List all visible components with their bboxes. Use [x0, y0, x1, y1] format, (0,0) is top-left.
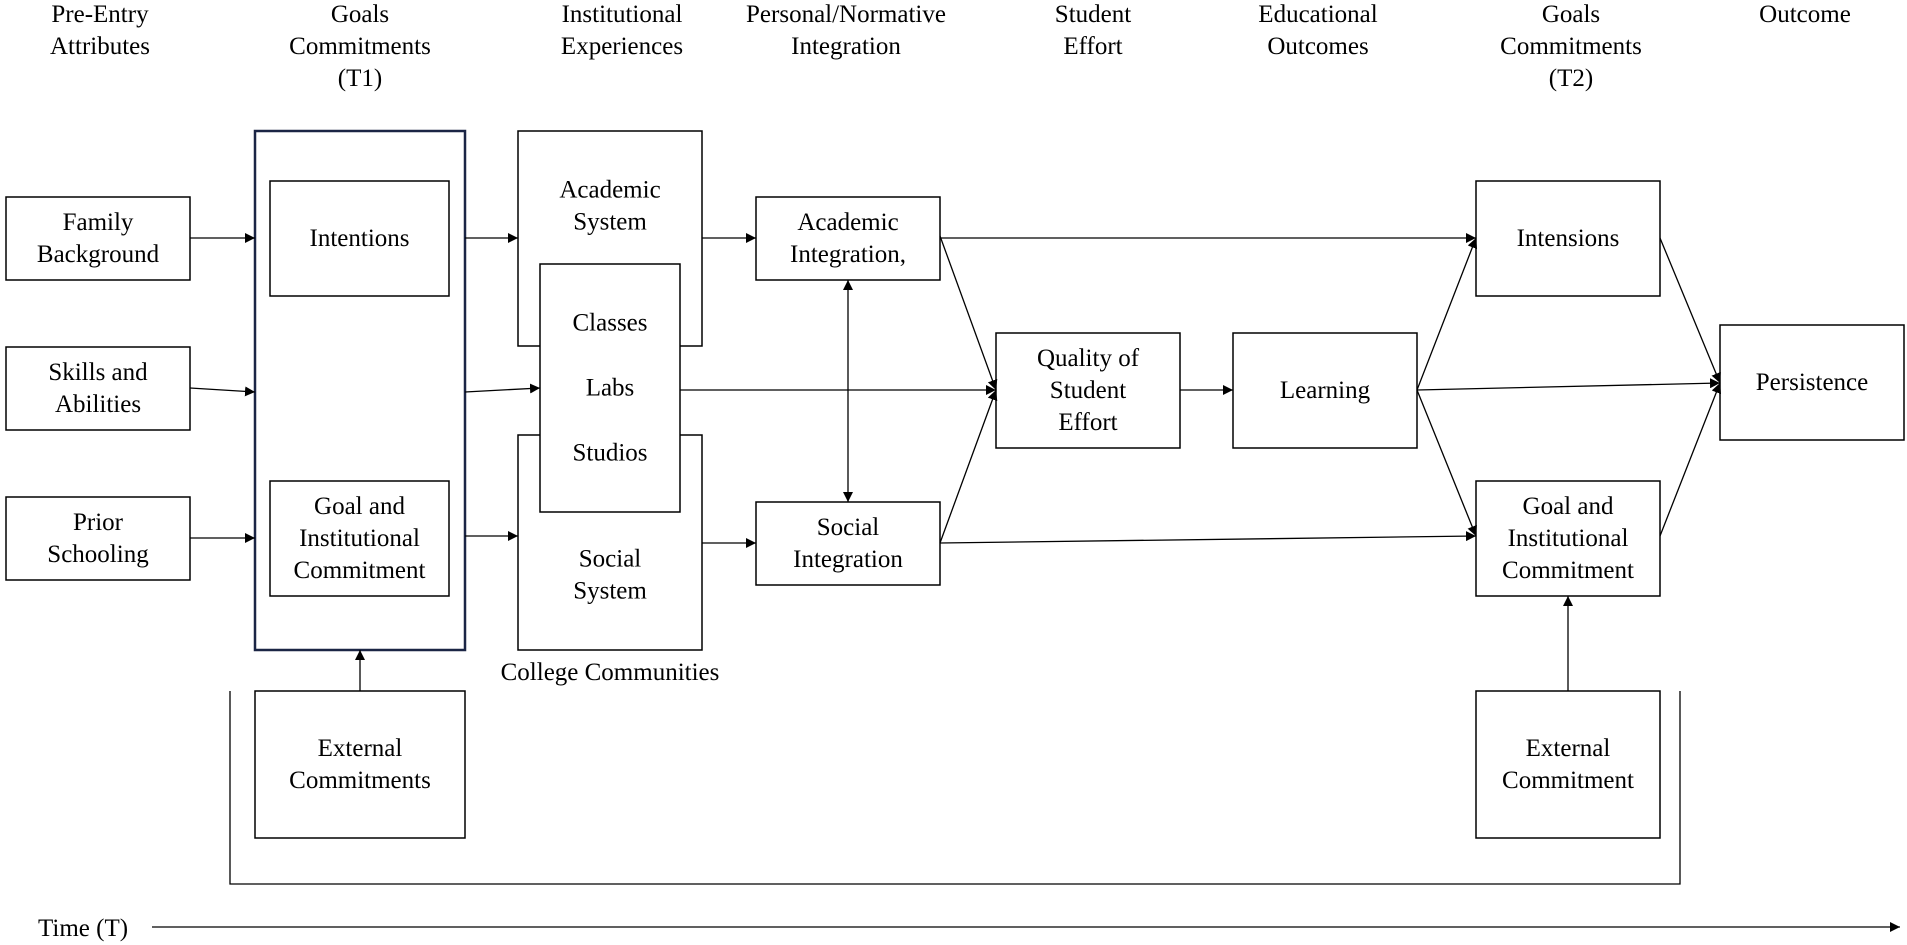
quality-student-effort-box	[995, 332, 1181, 449]
edge-goal-commitment-t2-to-persistence	[1659, 382, 1722, 537]
intentions-t1-box	[269, 180, 450, 297]
external-commitments-box	[254, 690, 466, 839]
time-axis-label: Time (T)	[38, 915, 128, 942]
learning-label: Learning	[1280, 377, 1371, 404]
external-commitment-box	[1475, 690, 1661, 839]
classes-labs-studios-box	[539, 263, 681, 513]
time-span-bracket	[229, 691, 1681, 885]
learning-box	[1232, 332, 1418, 449]
edge-social-integration-to-quality-student-effort	[939, 389, 998, 544]
social-integration-box	[755, 501, 941, 586]
edge-skills-abilities-to-goals-group	[189, 386, 256, 397]
persistence-box	[1719, 324, 1905, 441]
intensions-t2-box	[1475, 180, 1661, 297]
skills-abilities-box	[5, 346, 191, 431]
goal-commitment-t2-box	[1475, 480, 1661, 597]
edge-social-integration-to-goal-commitment-t2	[939, 531, 1477, 544]
edge-learning-to-persistence	[1416, 378, 1721, 391]
intentions-t1-label: Intentions	[310, 225, 410, 252]
header-outcome: Outcome	[1759, 1, 1851, 28]
edge-goals-group-to-classes-labs-studios	[464, 383, 541, 394]
prior-schooling-box	[5, 496, 191, 581]
college-communities-label: College Communities	[501, 659, 720, 686]
persistence-label: Persistence	[1756, 369, 1868, 396]
academic-integration-box	[755, 196, 941, 281]
edge-academic-integration-to-quality-student-effort	[939, 235, 998, 391]
edge-learning-to-goal-commitment-t2	[1416, 389, 1477, 537]
edge-learning-to-intensions-t2	[1416, 237, 1478, 391]
intensions-t2-label: Intensions	[1517, 225, 1620, 252]
goal-commitment-t1-box	[269, 480, 450, 597]
edge-intensions-t2-to-persistence	[1659, 237, 1721, 384]
